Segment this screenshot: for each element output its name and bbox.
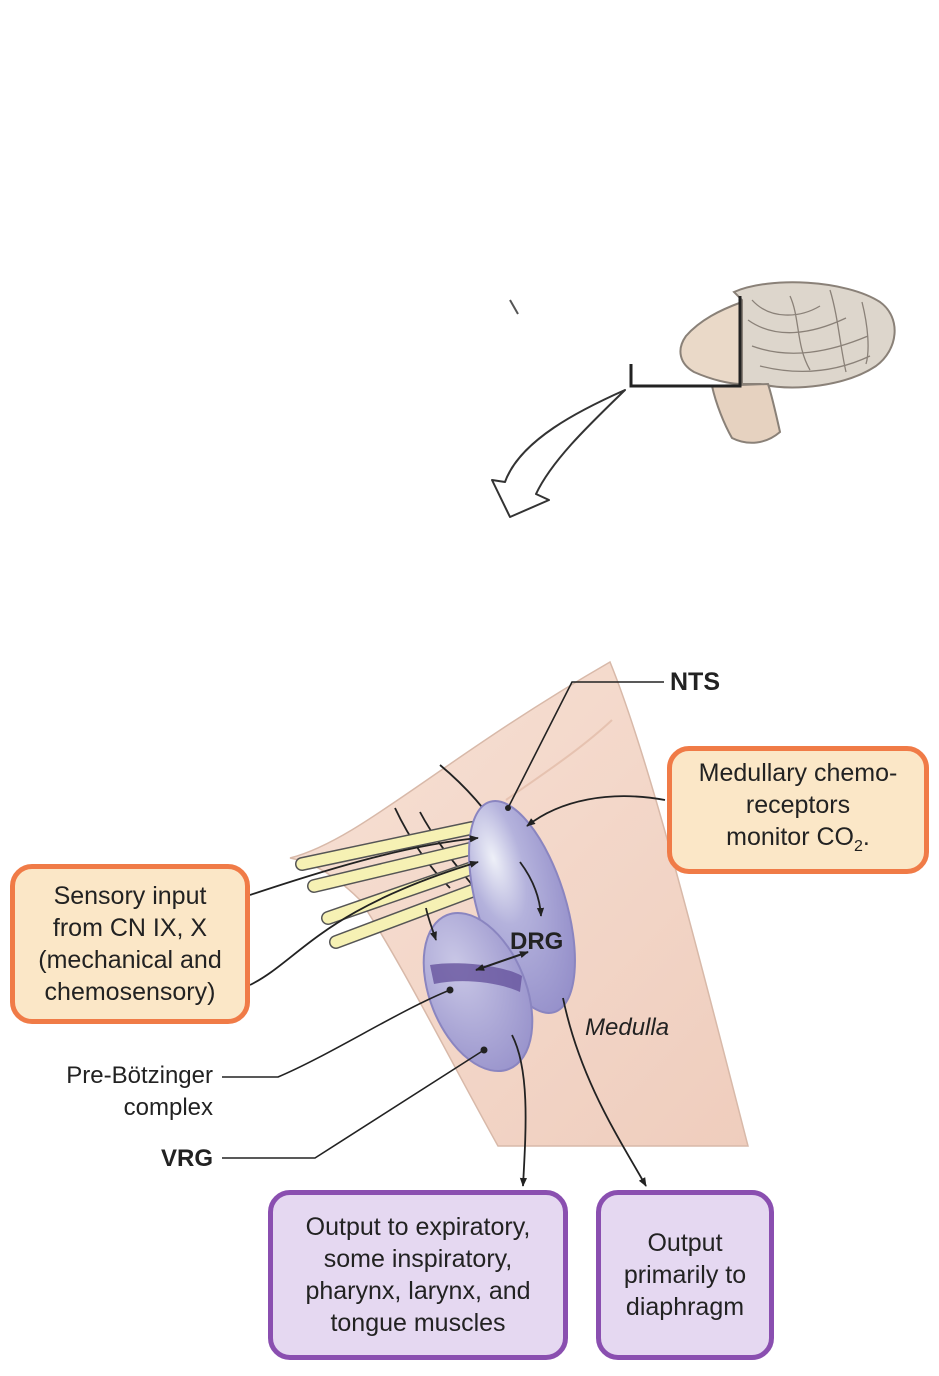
vrg-output-text: tongue muscles [330, 1309, 506, 1337]
zoom-bracket [629, 296, 742, 388]
vrg-output-arrow [511, 1034, 528, 1187]
pre-botzinger-label-line1: Pre-Bötzinger [66, 1062, 213, 1089]
sensory-input-box: Sensory input from CN IX, X (mechanical … [10, 864, 250, 1024]
fiber-arrow [425, 907, 437, 941]
cranial-nerve-bundle [321, 859, 487, 949]
sensory-input-text: Sensory input [53, 882, 207, 910]
sensory-input-text: chemosensory) [44, 978, 216, 1006]
drg-internal-arrow [519, 861, 545, 917]
drg-output-box: Output primarily to diaphragm [596, 1190, 774, 1360]
drg-output-text: Output [647, 1229, 723, 1257]
vrg-output-text: some inspiratory, [323, 1245, 513, 1273]
vrg-leader-line [222, 1049, 485, 1159]
vrg-label: VRG [160, 1145, 213, 1172]
brain-thumbnail [679, 281, 896, 444]
sensory-input-text: from CN IX, X [52, 914, 208, 942]
co2-period: . [862, 823, 870, 851]
medulla-label: Medulla [585, 1014, 670, 1041]
drg-label: DRG [510, 928, 564, 955]
sensory-input-text: (mechanical and [38, 946, 222, 974]
sensory-input-arrow [249, 835, 479, 896]
zoom-arrow [491, 389, 626, 518]
pre-botzinger-leader-line [222, 989, 451, 1078]
chemoreceptors-text: receptors [745, 791, 851, 819]
co2-text: monitor CO [726, 823, 854, 851]
drg-vrg-connection-arrow [475, 951, 529, 971]
nts-leader-line [507, 681, 664, 809]
chemoreceptors-text: monitor CO2. [726, 821, 870, 863]
vrg-output-box: Output to expiratory, some inspiratory, … [268, 1190, 568, 1360]
co2-subscript: 2 [853, 838, 863, 855]
drg-output-text: primarily to [623, 1261, 747, 1289]
vrg-output-text: pharynx, larynx, and [305, 1277, 531, 1305]
chemoreceptor-arrow [526, 795, 666, 827]
sensory-input-arrow [249, 860, 479, 986]
drg-output-arrow [562, 997, 647, 1187]
chemoreceptors-text: Medullary chemo- [698, 759, 898, 787]
pointer-tick [509, 299, 519, 315]
drg-output-text: diaphragm [625, 1293, 745, 1321]
cranial-nerve-bundle [295, 821, 481, 893]
pre-botzinger-leader-dot [446, 986, 454, 994]
vrg-output-text: Output to expiratory, [305, 1213, 531, 1241]
pre-botzinger-label-line2: complex [123, 1094, 213, 1121]
nts-label: NTS [670, 668, 720, 696]
nts-leader-dot [505, 805, 511, 811]
chemoreceptors-box: Medullary chemo- receptors monitor CO2. [667, 746, 929, 874]
vrg-leader-dot [480, 1046, 488, 1054]
